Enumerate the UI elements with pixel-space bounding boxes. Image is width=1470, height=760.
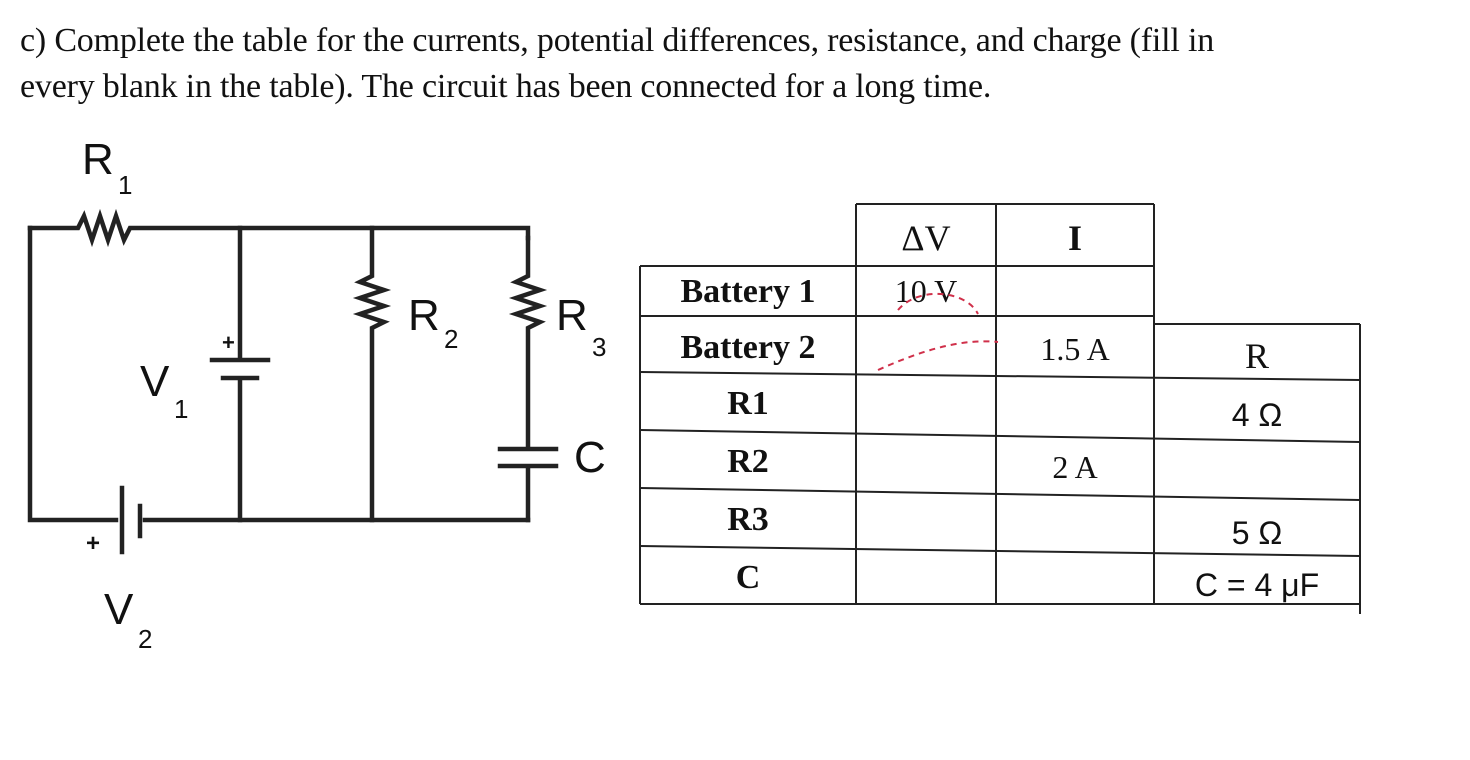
svg-text:2: 2 (138, 624, 152, 654)
label-r2: R 2 (408, 291, 458, 354)
cell-r2-i: 2 A (1052, 449, 1097, 485)
cell-battery-1-dv: 10 V (895, 273, 958, 309)
table-row-label-battery-2: Battery 2 (680, 329, 815, 366)
question-line-2: every blank in the table). The circuit h… (20, 68, 992, 105)
wire-left (27, 225, 119, 523)
battery-v1-plus-sign: + (222, 330, 235, 355)
battery-v1-branch (209, 225, 271, 523)
svg-text:R: R (82, 135, 114, 184)
header-resistance: R (1245, 336, 1269, 376)
svg-text:2: 2 (444, 324, 458, 354)
svg-text:V: V (104, 585, 134, 634)
cell-capacitor-r: C = 4 μF (1195, 567, 1319, 603)
table-row-label-battery-1: Battery 1 (680, 273, 815, 310)
svg-text:V: V (140, 357, 170, 406)
label-v2: V 2 (104, 585, 152, 654)
svg-text:1: 1 (118, 170, 132, 200)
label-v1: V 1 (140, 357, 188, 424)
svg-text:1: 1 (174, 394, 188, 424)
label-r3: R 3 (556, 291, 606, 362)
annotation-mark (877, 340, 999, 371)
table-grid (639, 203, 1361, 614)
battery-v2-symbol (119, 485, 143, 555)
label-capacitor: C (574, 433, 606, 482)
circuit-diagram: + + R 1 R 2 R 3 (27, 135, 606, 654)
resistor-r3-capacitor-branch (497, 235, 559, 523)
cell-battery-2-i: 1.5 A (1040, 331, 1109, 367)
wire-top (27, 208, 531, 248)
header-current: I (1068, 218, 1082, 258)
cell-r1-r: 4 Ω (1232, 397, 1283, 433)
svg-text:R: R (556, 291, 588, 340)
annotation-mark (897, 292, 979, 315)
question-text: c) Complete the table for the currents, … (20, 18, 1440, 110)
table-row-label-r1: R1 (727, 385, 769, 422)
resistor-r2-branch (352, 225, 392, 523)
table-row-label-r3: R3 (727, 501, 769, 538)
svg-text:R: R (408, 291, 440, 340)
label-r1: R 1 (82, 135, 132, 200)
data-table: ΔV I R Battery 1 Battery 2 R1 R2 R3 C 10… (639, 203, 1361, 614)
svg-text:3: 3 (592, 332, 606, 362)
question-line-1: c) Complete the table for the currents, … (20, 22, 1215, 59)
cell-r3-r: 5 Ω (1232, 515, 1283, 551)
header-delta-v: ΔV (901, 218, 950, 258)
table-row-label-r2: R2 (727, 443, 769, 480)
battery-v2-plus-sign: + (86, 530, 100, 557)
table-row-label-capacitor: C (736, 559, 761, 596)
